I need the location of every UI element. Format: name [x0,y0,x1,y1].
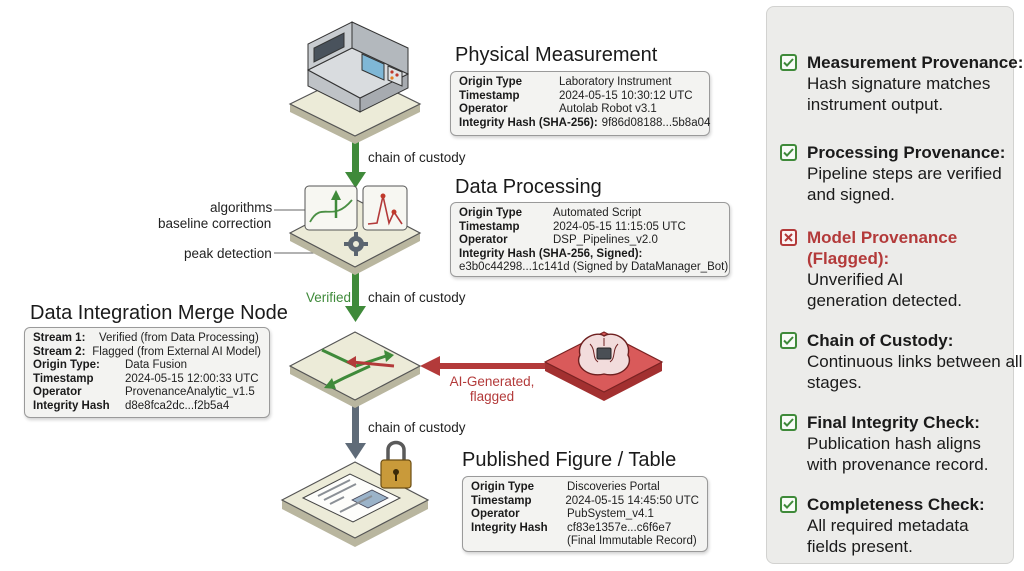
info-row: Stream 1:Verified (from Data Processing) [33,332,259,344]
connector-processing-to-merge [345,270,366,322]
ai-generated-label: AI-Generated, flagged [449,374,535,404]
connector-ai-to-merge [420,356,546,376]
baseline-chart-icon [304,185,358,231]
checklist-item-measurement: Measurement Provenance:Hash signature ma… [780,52,1024,115]
chain-of-custody-label-3: chain of custody [368,420,466,435]
check-icon [780,144,797,161]
processing-title: Data Processing [455,176,602,198]
baseline-correction-label: baseline correction [158,216,272,231]
measurement-title: Physical Measurement [455,44,658,66]
checklist-item-final-integrity: Final Integrity Check:Publication hash a… [780,412,1012,475]
padlock-icon [380,440,412,489]
info-row: Origin Type:Data Fusion [33,359,188,371]
checklist-item-processing: Processing Provenance:Pipeline steps are… [780,142,1024,205]
merge-info-card: Stream 1:Verified (from Data Processing)… [24,327,270,418]
verified-label: Verified [306,290,352,305]
brain-chip-icon [577,333,631,376]
published-title: Published Figure / Table [462,449,677,471]
check-icon [780,54,797,71]
chain-of-custody-label-1: chain of custody [368,150,466,165]
lab-instrument-icon [306,21,410,113]
merge-node [288,331,422,408]
info-row: (Final Immutable Record) [567,535,697,547]
info-row: Integrity Hash (SHA-256, Signed): [459,247,643,260]
merge-arrows-icon [321,348,395,389]
check-icon [780,414,797,431]
chain-of-custody-label-2: chain of custody [368,290,466,305]
processing-node [288,185,422,275]
document-icon [301,473,402,523]
connector-merge-to-published [345,405,366,459]
info-row: e3b0c44298...1c141d (Signed by DataManag… [459,261,729,273]
x-icon [780,229,797,246]
measurement-node [288,21,422,144]
info-row: Integrity Hash (SHA-256):9f86d08188...5b… [459,116,711,129]
peak-detection-label: peak detection [184,246,272,261]
check-icon [780,332,797,349]
checklist-item-completeness: Completeness Check:All required metadata… [780,494,1002,557]
merge-title: Data Integration Merge Node [30,302,288,324]
published-node [280,440,430,547]
info-row: Stream 2:Flagged (from External AI Model… [33,345,261,358]
ai-model-node [543,331,664,401]
peak-chart-icon [362,185,408,231]
gear-icon [344,232,368,256]
algorithms-label: algorithms [210,200,273,215]
provenance-checklist-panel [766,6,1014,564]
checklist-item-model-flagged: Model Provenance (Flagged):Unverified AI… [780,227,967,311]
checklist-item-custody: Chain of Custody:Continuous links betwee… [780,330,1024,393]
connector-measurement-to-processing [345,136,366,188]
check-icon [780,496,797,513]
